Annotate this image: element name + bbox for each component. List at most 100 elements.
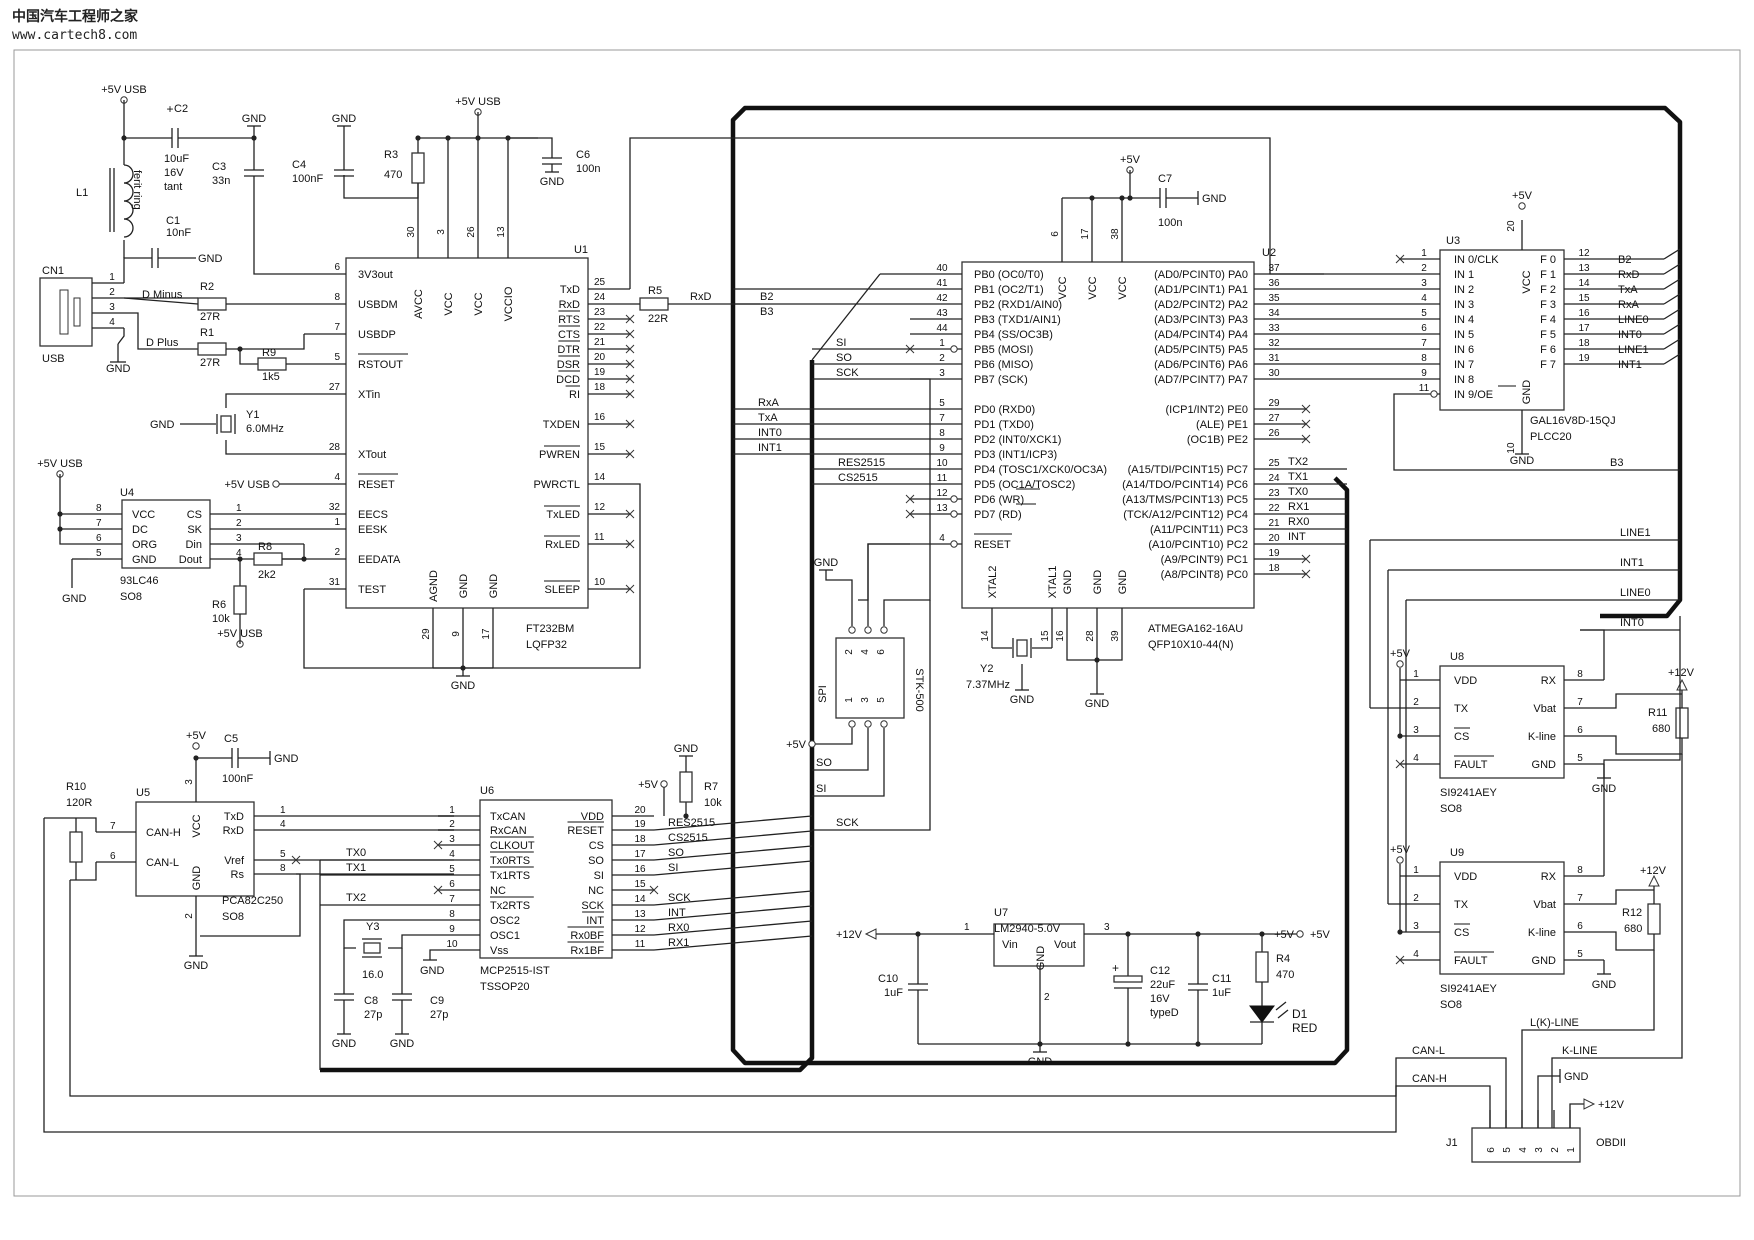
u1-pin-name: TxD — [560, 284, 580, 296]
u2-pin-name: (AD5/PCINT5) PA5 — [1154, 344, 1248, 356]
u8-pin-number: 7 — [1577, 697, 1583, 708]
u8-5v-label: +5V — [1390, 648, 1411, 660]
u5-pin-name: Rs — [231, 869, 245, 881]
u5-pin-name: CAN-L — [146, 857, 179, 869]
r1-value: 27R — [200, 357, 220, 369]
u9-pin-number: 4 — [1413, 949, 1419, 960]
u8-pin-name: TX — [1454, 703, 1469, 715]
no-connect-mark — [1395, 759, 1405, 769]
line0-wire-label: LINE0 — [1620, 587, 1651, 599]
u2-pin-number: 8 — [939, 428, 945, 439]
r5 — [639, 297, 669, 311]
u4-pin-name: Din — [185, 539, 202, 551]
spi-pin-number: 1 — [844, 697, 855, 703]
can-l-wire — [69, 880, 1507, 1128]
junction-dot — [1397, 929, 1403, 935]
cn1-pin-number: 1 — [109, 272, 115, 283]
u2-pin-number: 37 — [1268, 263, 1280, 274]
r8 — [253, 552, 283, 566]
u9-pin-number: 7 — [1577, 893, 1583, 904]
u7-ref: U7 — [994, 907, 1008, 919]
u6-net-label: SCK — [668, 892, 691, 904]
u3-net-label: LINE0 — [1618, 314, 1649, 326]
r11-ref: R11 — [1648, 707, 1667, 719]
u6-pin-name: SO — [588, 855, 604, 867]
ground-label: GND — [274, 753, 299, 765]
r5-value: 22R — [648, 313, 668, 325]
inverted-pin-bubble — [950, 510, 958, 518]
u9-pin-number: 1 — [1413, 865, 1419, 876]
u2-pin-number: 29 — [1268, 398, 1280, 409]
u2-pin-number: 20 — [1268, 533, 1280, 544]
u6-part: MCP2515-IST — [480, 965, 550, 977]
c1-ref: C1 — [166, 215, 180, 227]
u1-pin-name: XTin — [358, 389, 380, 401]
spi-pin — [848, 626, 856, 634]
r9-ref: R9 — [262, 347, 276, 359]
u2-pin-number: 14 — [980, 630, 991, 642]
u6-to-bus — [653, 815, 813, 831]
no-connect-mark — [625, 359, 635, 369]
u2-pin-name: XTAL2 — [987, 566, 999, 599]
u1-pin-name: VCC — [473, 292, 485, 315]
u1-pin-name: USBDP — [358, 329, 396, 341]
u3-pin-number: 9 — [1421, 368, 1427, 379]
u1-pin-number: 18 — [594, 382, 606, 393]
u2-pin-name: (ICP1/INT2) PE0 — [1165, 404, 1248, 416]
u2-pin-name: (A8/PCINT8) PC0 — [1161, 569, 1248, 581]
ground-label: GND — [1564, 1071, 1589, 1083]
u2-pin-number: 35 — [1268, 293, 1280, 304]
u6-pin-name: NC — [588, 885, 604, 897]
u1-pin-number: 15 — [594, 442, 606, 453]
u2-pin-name: VCC — [1057, 276, 1069, 299]
no-connect-mark — [625, 314, 635, 324]
u2-pin-number: 22 — [1268, 503, 1280, 514]
u5-pin-name: RxD — [223, 825, 244, 837]
u2-pin-name: (A15/TDI/PCINT15) PC7 — [1128, 464, 1248, 476]
u6-pin-number: 19 — [634, 819, 646, 830]
u4-gnd-label: GND — [62, 593, 87, 605]
u6-pin-number: 3 — [449, 834, 455, 845]
r12-ref: R12 — [1622, 907, 1642, 919]
sck-net-label: SCK — [836, 367, 859, 379]
r10-top — [44, 817, 97, 832]
u1-pin-name: XTout — [358, 449, 386, 461]
u2-pin-name: RESET — [974, 539, 1011, 551]
u1-pin-name: PWREN — [539, 449, 580, 461]
u6-body — [479, 799, 613, 959]
u2-pin-name: (AD6/PCINT6) PA6 — [1154, 359, 1248, 371]
u6-pin-number: 9 — [449, 924, 455, 935]
u3-vcc-pin: 20 — [1506, 220, 1517, 232]
so-net-label: SO — [836, 352, 852, 364]
c6-wire — [508, 137, 553, 158]
u6-to-bus — [653, 935, 813, 951]
u3-net-label: TxA — [1618, 284, 1638, 296]
u1-pin-number: 32 — [329, 502, 341, 513]
u1-body — [345, 257, 589, 609]
reg-gnd: GND — [1028, 1056, 1053, 1068]
spi-so-label: SO — [816, 757, 832, 769]
u2-pin-name: PB3 (TXD1/AIN1) — [974, 314, 1061, 326]
j1-name: OBDII — [1596, 1137, 1626, 1149]
no-connect-mark — [291, 855, 301, 865]
r7-ref: R7 — [704, 781, 718, 793]
u4-pin-number: 8 — [96, 503, 102, 514]
r11-12v-label: +12V — [1668, 667, 1695, 679]
u6-pin-name: CS — [589, 840, 604, 852]
y3-value: 16.0 — [362, 969, 383, 981]
u1-pin-name: CTS — [558, 329, 580, 341]
u3-pin-number: 7 — [1421, 338, 1427, 349]
cs2515-net-label: CS2515 — [838, 472, 878, 484]
u1-pin-number: 9 — [451, 631, 462, 637]
power-label: +5V — [638, 779, 659, 791]
no-connect-mark — [625, 449, 635, 459]
u6-pin-number: 13 — [634, 909, 646, 920]
int1-wire-label: INT1 — [1620, 557, 1644, 569]
u6-pin-number: 7 — [449, 894, 455, 905]
u1-pin-number: 1 — [334, 517, 340, 528]
junction-dot — [445, 135, 451, 141]
usb-vbus-wire — [123, 257, 152, 283]
u8-part: SI9241AEY — [1440, 787, 1498, 799]
u3-pin-name: IN 2 — [1454, 284, 1474, 296]
u8-pin-number: 1 — [1413, 669, 1419, 680]
